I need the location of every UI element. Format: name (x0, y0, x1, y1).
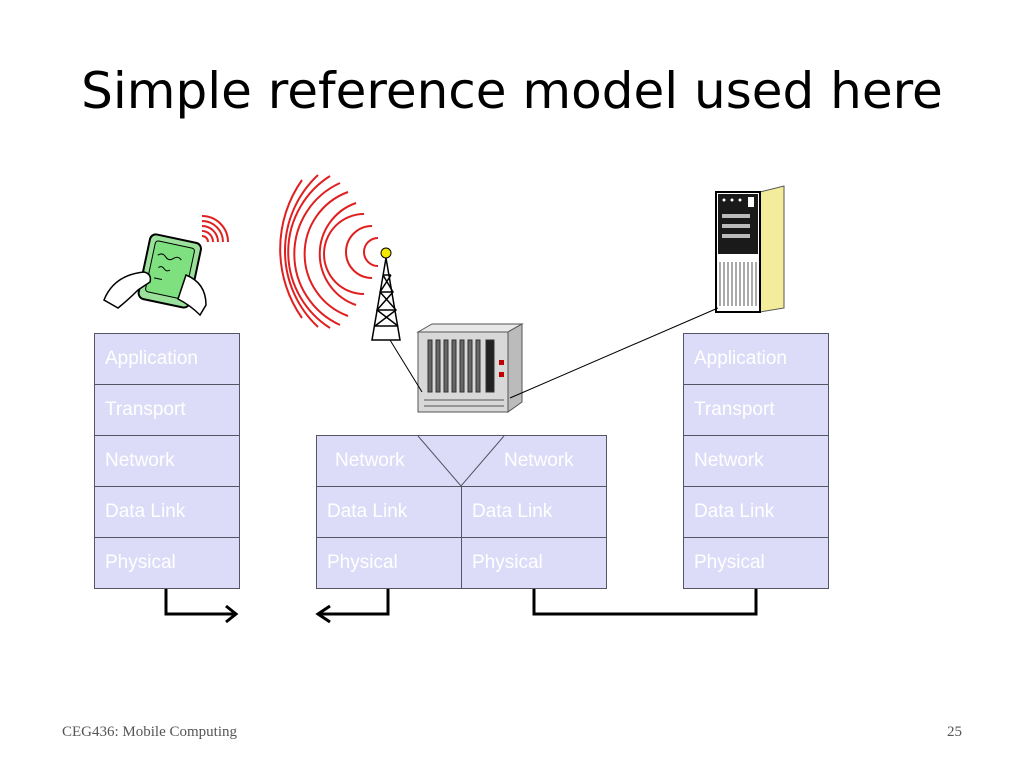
server-physical-layer: Physical (683, 537, 829, 589)
router-network-left-label: Network (335, 450, 405, 471)
client-application-layer: Application (94, 333, 240, 385)
handheld-device-icon (103, 215, 229, 317)
router-data-link-right: Data Link (461, 486, 607, 538)
client-data-link-layer: Data Link (94, 486, 240, 538)
left-arrowhead-icon (315, 604, 331, 624)
router-physical-right: Physical (461, 537, 607, 589)
server-network-layer: Network (683, 435, 829, 487)
client-physical-layer: Physical (94, 537, 240, 589)
server-data-link-layer: Data Link (683, 486, 829, 538)
server-application-layer: Application (683, 333, 829, 385)
router-physical-left: Physical (316, 537, 462, 589)
footer-course: CEG436: Mobile Computing (62, 724, 238, 740)
client-network-layer: Network (94, 435, 240, 487)
left-physical-connector (164, 588, 234, 616)
router-server-physical-connector (532, 588, 758, 616)
router-physical-connector (320, 588, 390, 616)
slide-number: 25 (947, 724, 962, 740)
right-arrowhead-icon (225, 604, 239, 624)
router-server-link (509, 307, 719, 399)
server-tower-icon (715, 185, 785, 313)
tower-router-link (389, 339, 423, 393)
server-transport-layer: Transport (683, 384, 829, 436)
radio-tower-icon (279, 174, 401, 341)
router-rack-icon (416, 323, 524, 413)
router-network-right-label: Network (504, 450, 574, 471)
client-transport-layer: Transport (94, 384, 240, 436)
router-data-link-left: Data Link (316, 486, 462, 538)
slide-title: Simple reference model used here (81, 62, 943, 120)
